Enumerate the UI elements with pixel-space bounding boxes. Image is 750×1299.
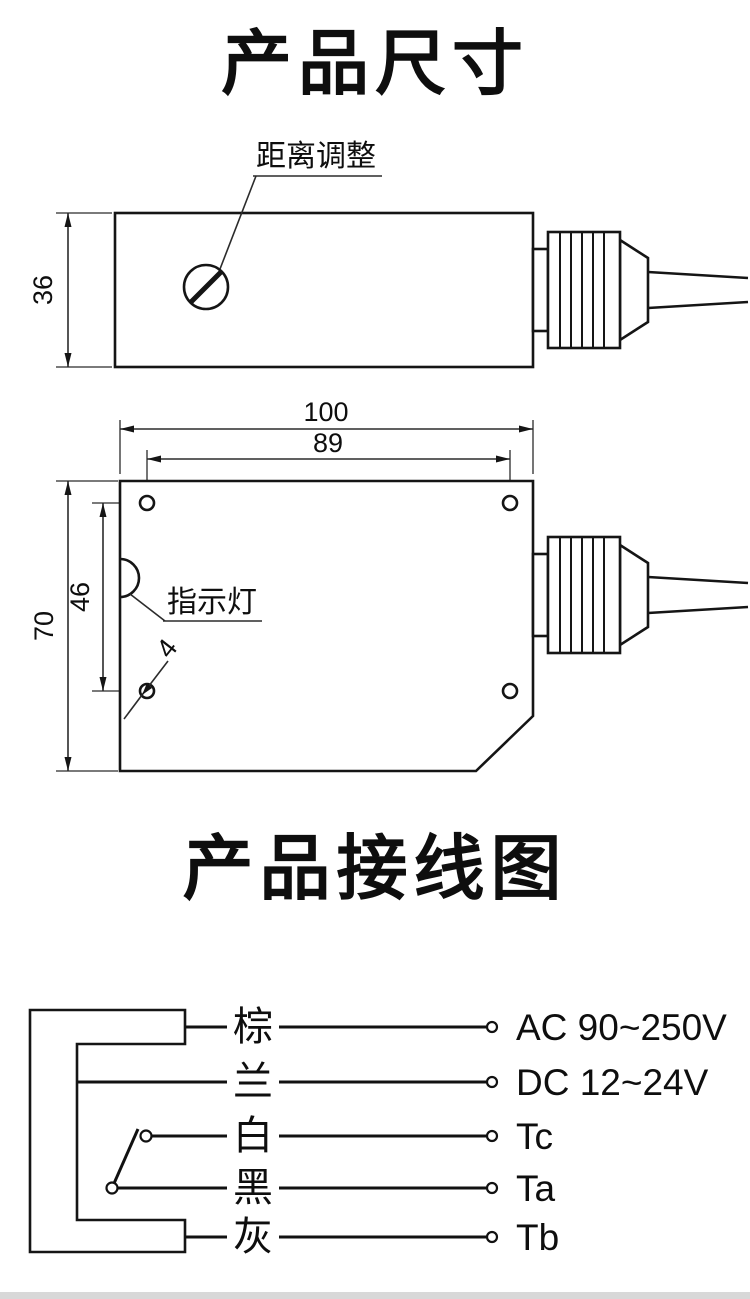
gland-body bbox=[546, 535, 622, 655]
dim100-arrow-right bbox=[519, 425, 533, 433]
terminal-label-ta: Ta bbox=[516, 1168, 556, 1209]
dim89-arrow-left bbox=[147, 455, 161, 463]
terminal-labels: AC 90~250V DC 12~24V Tc Ta Tb bbox=[516, 1007, 727, 1258]
terminal-label-tb: Tb bbox=[516, 1217, 559, 1258]
dim100-value: 100 bbox=[303, 397, 348, 427]
cable-line-upper bbox=[647, 270, 749, 280]
bottom-edge-strip bbox=[0, 1292, 750, 1299]
gland-taper bbox=[618, 237, 650, 343]
label-bg bbox=[227, 1215, 279, 1259]
dim46-arrow-top bbox=[99, 503, 107, 517]
wire-label-gray: 灰 bbox=[233, 1215, 273, 1259]
terminal-label-dc: DC 12~24V bbox=[516, 1062, 709, 1103]
gland-body bbox=[546, 230, 622, 350]
screw-slot bbox=[189, 270, 223, 304]
dim70-arrow-bottom bbox=[64, 757, 72, 771]
label-bg bbox=[227, 1060, 279, 1104]
front-view-body bbox=[118, 479, 535, 773]
dim89-value: 89 bbox=[313, 428, 343, 458]
cable-line-lower bbox=[647, 300, 749, 310]
terminal-ac bbox=[485, 1020, 499, 1034]
dim36-value: 36 bbox=[28, 275, 58, 305]
gland-ridges bbox=[559, 232, 605, 348]
gland-flange bbox=[531, 552, 550, 638]
mounting-hole-bottom-right bbox=[501, 682, 519, 700]
dim46-value: 46 bbox=[65, 582, 95, 612]
terminal-tc bbox=[485, 1129, 499, 1143]
indicator-leader bbox=[129, 593, 166, 622]
cable-line-upper bbox=[647, 575, 749, 585]
wire-label-black: 黑 bbox=[233, 1166, 273, 1210]
dim70-value: 70 bbox=[29, 611, 59, 641]
section-title-dimensions: 产品尺寸 bbox=[221, 25, 529, 104]
cable-line-lower bbox=[647, 605, 749, 615]
top-view-body bbox=[113, 211, 535, 369]
switch-contact-upper bbox=[139, 1129, 153, 1143]
gland-taper bbox=[618, 542, 650, 648]
wire-color-labels: 棕 兰 白 黑 灰 bbox=[227, 1005, 279, 1259]
label-bg bbox=[227, 1166, 279, 1210]
mounting-hole-top-right bbox=[501, 494, 519, 512]
gland-flange bbox=[531, 247, 550, 333]
switch-blade bbox=[110, 1128, 140, 1189]
mounting-hole-top-left bbox=[138, 494, 156, 512]
indicator-light-arc bbox=[119, 557, 141, 599]
dim36-arrow-top bbox=[64, 213, 72, 227]
distance-adjust-screw bbox=[182, 263, 230, 311]
cable-gland-top-view bbox=[531, 230, 749, 350]
dim4-arrow bbox=[142, 683, 152, 695]
label-bg bbox=[227, 1114, 279, 1158]
dim36-arrow-bottom bbox=[64, 353, 72, 367]
sensor-bracket-outline bbox=[28, 1008, 187, 1254]
terminal-dc bbox=[485, 1075, 499, 1089]
dim4-leader-tail bbox=[123, 694, 143, 720]
dim70-arrow-top bbox=[64, 481, 72, 495]
section-title-wiring: 产品接线图 bbox=[182, 830, 567, 909]
wire-label-white: 白 bbox=[233, 1114, 273, 1158]
switch-pivot-lower bbox=[105, 1181, 119, 1195]
terminal-label-tc: Tc bbox=[516, 1116, 553, 1157]
terminal-ta bbox=[485, 1181, 499, 1195]
top-view: 36 距离调整 bbox=[28, 140, 749, 369]
dim46-arrow-bottom bbox=[99, 677, 107, 691]
label-bg bbox=[227, 1005, 279, 1049]
gland-ridges bbox=[559, 537, 605, 653]
distance-adjust-label: 距离调整 bbox=[256, 140, 376, 173]
wire-label-blue: 兰 bbox=[233, 1060, 273, 1104]
wire-label-brown: 棕 bbox=[233, 1005, 273, 1049]
front-view: 100 89 70 46 bbox=[29, 397, 749, 773]
indicator-label: 指示灯 bbox=[167, 586, 257, 619]
cable-gland-front-view bbox=[531, 535, 749, 655]
wiring-diagram: 棕 兰 白 黑 灰 AC 90~250V DC 12~24V Tc Ta Tb bbox=[28, 1005, 727, 1259]
terminal-label-ac: AC 90~250V bbox=[516, 1007, 727, 1048]
dim89-arrow-right bbox=[496, 455, 510, 463]
terminal-tb bbox=[485, 1230, 499, 1244]
distance-adjust-leader bbox=[219, 175, 257, 270]
dim100-arrow-left bbox=[120, 425, 134, 433]
